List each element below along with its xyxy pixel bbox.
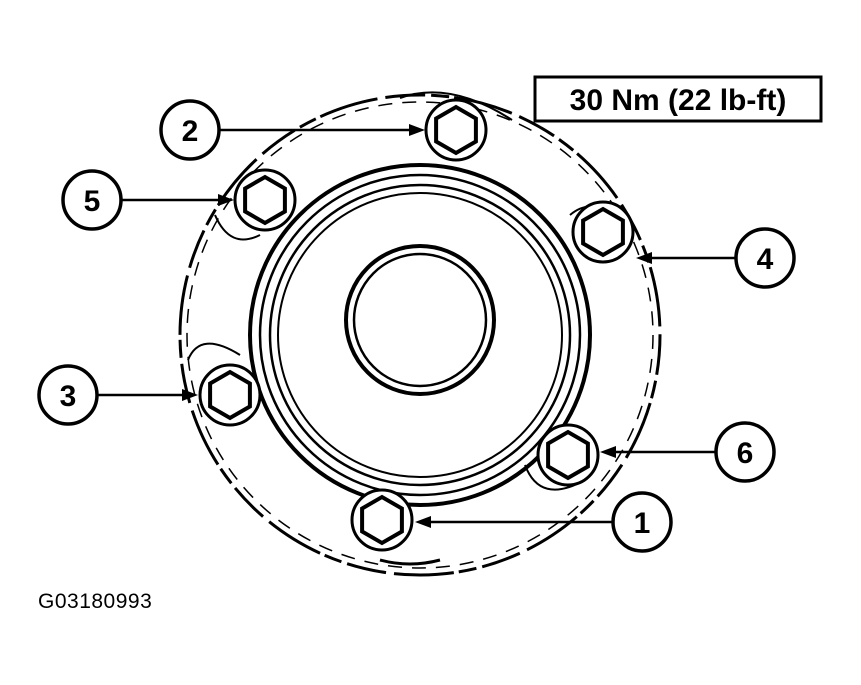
leader-arrow-3 bbox=[182, 389, 198, 401]
callout-number-5: 5 bbox=[84, 185, 101, 218]
callout-circle-4 bbox=[734, 227, 796, 289]
callout-circle-5 bbox=[61, 169, 123, 231]
torque-spec-box: 30 Nm (22 lb-ft) bbox=[533, 75, 823, 123]
callout-circle-1 bbox=[611, 491, 673, 553]
callout-circle-2 bbox=[159, 99, 221, 161]
leader-arrow-2 bbox=[409, 124, 425, 136]
callout-group: 1 2 3 4 5 6 bbox=[37, 99, 796, 553]
leader-arrow-5 bbox=[218, 194, 234, 206]
bolt-head-4 bbox=[581, 206, 625, 258]
hub-flange bbox=[178, 91, 662, 577]
torque-spec-label: 30 Nm (22 lb-ft) bbox=[570, 84, 787, 117]
leader-arrow-4 bbox=[636, 252, 652, 264]
callout-circle-3 bbox=[37, 364, 99, 426]
leader-arrow-6 bbox=[600, 446, 616, 458]
callout-number-4: 4 bbox=[757, 243, 774, 276]
figure-code: G03180993 bbox=[38, 590, 153, 613]
bolt-group bbox=[198, 98, 635, 552]
leader-arrow-1 bbox=[415, 516, 431, 528]
bolt-head-3 bbox=[208, 369, 252, 421]
bolt-head-1 bbox=[360, 494, 404, 546]
callout-number-1: 1 bbox=[634, 507, 651, 540]
callout-circle-6 bbox=[714, 421, 776, 483]
callout-number-3: 3 bbox=[60, 380, 77, 413]
bolt-head-6 bbox=[546, 429, 590, 481]
bolt-head-2 bbox=[434, 104, 478, 156]
callout-number-2: 2 bbox=[182, 115, 199, 148]
callout-number-6: 6 bbox=[737, 437, 754, 470]
bolt-head-5 bbox=[243, 174, 287, 226]
